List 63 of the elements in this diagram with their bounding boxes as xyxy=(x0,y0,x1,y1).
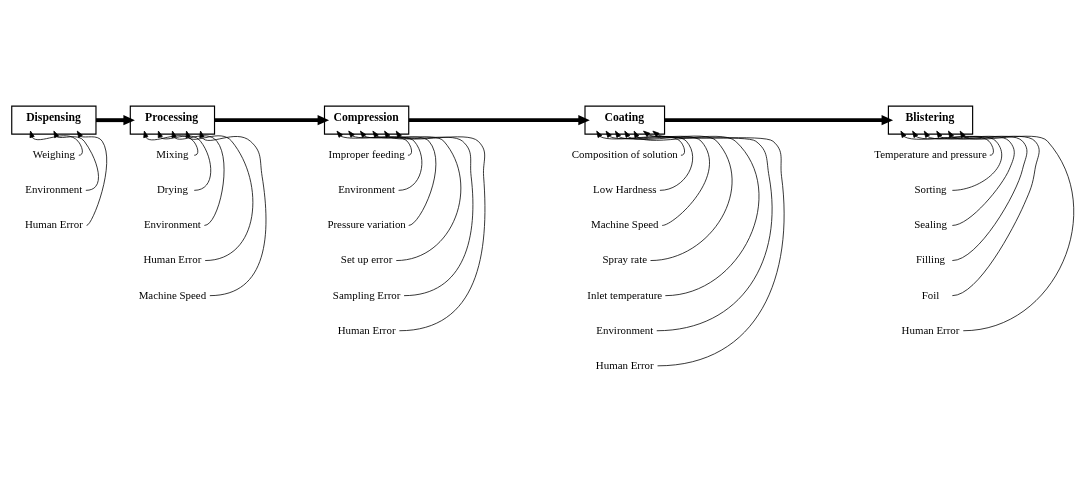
node-box: Blistering xyxy=(887,105,974,135)
node-text: Environment xyxy=(143,218,201,231)
node-text: Weighing xyxy=(32,148,75,161)
arrow xyxy=(912,130,1002,191)
arrow xyxy=(959,130,1074,332)
arrow xyxy=(171,130,225,226)
arrow xyxy=(596,130,685,156)
arrow xyxy=(214,115,330,126)
node-box: Compression xyxy=(323,105,410,135)
node-text: Sampling Error xyxy=(332,288,401,301)
arrow xyxy=(76,130,108,226)
node-text: Sorting xyxy=(914,183,947,196)
arrow xyxy=(936,130,1028,261)
arrow xyxy=(900,130,994,156)
arrow xyxy=(336,130,412,156)
arrow xyxy=(348,130,423,191)
arrow xyxy=(53,130,99,191)
arrow xyxy=(652,130,785,367)
node-text: Inlet temperature xyxy=(587,288,663,301)
node-text: Composition of solution xyxy=(571,148,678,161)
node-text: Sealing xyxy=(914,218,947,231)
node-text: Human Error xyxy=(24,218,83,231)
arrow xyxy=(372,130,462,261)
node-text: Pressure variation xyxy=(327,218,406,231)
node-text: Machine Speed xyxy=(591,218,659,231)
node-text: Environment xyxy=(596,323,654,336)
node-text: Low Hardness xyxy=(593,183,657,196)
arrow xyxy=(185,130,254,261)
arrow xyxy=(624,130,733,261)
arrow xyxy=(395,130,486,332)
node-text: Foil xyxy=(921,288,940,301)
node-text: Filling xyxy=(915,253,946,266)
node-text: Human Error xyxy=(901,323,960,336)
node-text: Machine Speed xyxy=(138,288,207,301)
arrow xyxy=(923,130,1015,226)
node-text: Spray rate xyxy=(602,253,648,266)
arrow xyxy=(643,130,773,332)
arrow xyxy=(360,130,437,226)
node-text: Temperature and pressure xyxy=(874,148,987,161)
node-text: Environment xyxy=(25,183,83,196)
arrow xyxy=(605,130,694,191)
arrow xyxy=(408,115,590,126)
node-text: Human Error xyxy=(337,323,396,336)
arrow xyxy=(664,115,894,126)
node-box: Dispensing xyxy=(11,105,97,135)
node-box: Coating xyxy=(584,105,666,135)
arrow xyxy=(157,130,212,191)
arrow xyxy=(384,130,474,297)
arrow xyxy=(199,130,267,297)
node-text: Set up error xyxy=(340,253,393,266)
node-text: Environment xyxy=(338,183,396,196)
node-text: Improper feeding xyxy=(328,148,405,161)
node-box: Processing xyxy=(129,105,216,135)
arrow xyxy=(29,130,83,156)
arrow xyxy=(633,130,760,297)
arrow xyxy=(615,130,710,226)
node-text: Human Error xyxy=(143,253,202,266)
node-text: Human Error xyxy=(595,358,654,371)
arrow xyxy=(96,115,135,126)
node-text: Drying xyxy=(156,183,188,196)
node-text: Mixing xyxy=(156,148,189,161)
arrow xyxy=(143,130,199,156)
arrow xyxy=(948,130,1040,297)
